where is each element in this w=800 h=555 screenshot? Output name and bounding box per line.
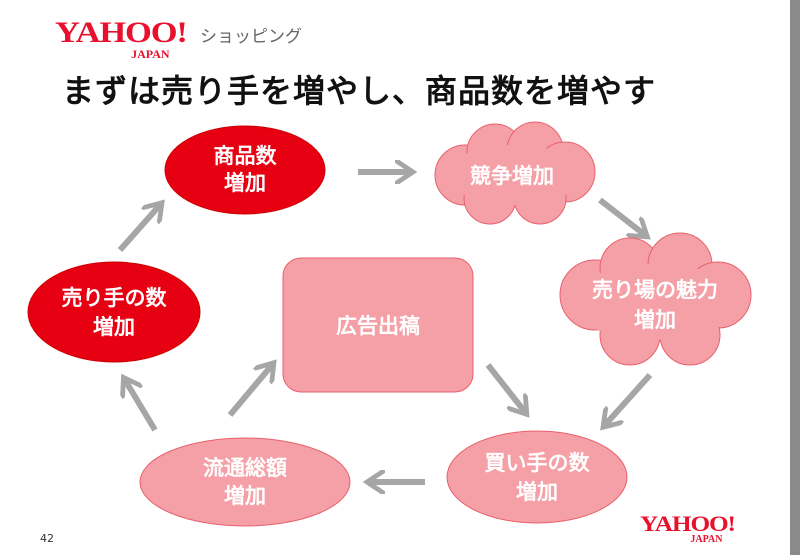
- node-gmv: 流通総額 増加: [139, 437, 351, 527]
- node-label: 増加: [93, 315, 135, 339]
- arrow-ads-buyers: [485, 363, 525, 412]
- node-label: 流通総額: [203, 456, 287, 480]
- logo-sub: JAPAN: [690, 534, 723, 545]
- node-label: 広告出稿: [336, 314, 420, 338]
- logo-sub: JAPAN: [131, 47, 170, 61]
- page-number: 42: [40, 532, 54, 545]
- arrow-appeal-buyers: [605, 372, 653, 425]
- footer-yahoo-logo: YAHOO! JAPAN: [640, 513, 736, 545]
- node-label: 増加: [224, 171, 266, 195]
- arrow-gmv-ads: [227, 365, 272, 417]
- node-label: 売り手の数: [62, 286, 168, 310]
- node-buyers: 買い手の数 増加: [446, 430, 628, 524]
- logo-text: YAHOO!: [640, 511, 736, 536]
- node-sellers: 売り手の数 増加: [27, 261, 201, 363]
- node-label: 競争増加: [470, 164, 554, 188]
- node-label: 買い手の数: [485, 451, 591, 475]
- node-products: 商品数 増加: [164, 125, 326, 215]
- arrow-gmv-sellers: [125, 380, 158, 432]
- scrollbar-strip: [790, 0, 800, 555]
- arrow-competition-appeal: [598, 197, 645, 235]
- node-label: 増加: [224, 484, 266, 508]
- node-label: 増加: [634, 308, 676, 332]
- node-appeal: 売り場の魅力 増加: [559, 232, 752, 366]
- yahoo-logo: YAHOO! JAPAN: [55, 18, 188, 61]
- node-label: 売り場の魅力: [592, 278, 718, 302]
- logo-text: YAHOO!: [55, 16, 188, 49]
- node-competition: 競争増加: [434, 121, 596, 225]
- service-name: ショッピング: [200, 27, 302, 47]
- arrows: [117, 172, 653, 482]
- arrow-sellers-products: [117, 205, 160, 252]
- node-label: 商品数: [214, 144, 278, 168]
- slide-title: まずは売り手を増やし、商品数を増やす: [62, 72, 657, 110]
- node-label: 増加: [516, 480, 558, 504]
- node-ads: 広告出稿: [282, 257, 474, 393]
